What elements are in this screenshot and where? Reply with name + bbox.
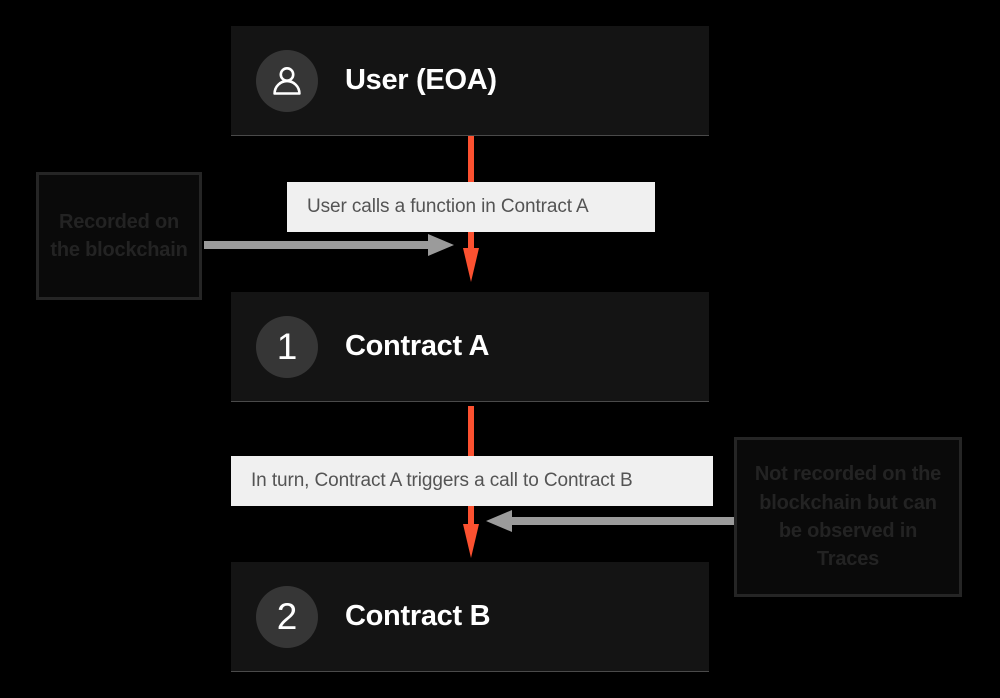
note-recorded-on-blockchain-text: Recorded on the blockchain <box>50 210 188 261</box>
person-icon <box>273 66 301 95</box>
caption-user-calls-function-text: User calls a function in Contract A <box>307 196 589 217</box>
arrow-right-icon-recorded-note <box>204 232 454 258</box>
note-recorded-on-blockchain: Recorded on the blockchain <box>36 172 202 300</box>
node-badge-contract-b: 2 <box>256 585 318 648</box>
node-badge-user <box>256 49 318 112</box>
node-title-contract-a: Contract A <box>345 330 490 362</box>
caption-user-calls-function: User calls a function in Contract A <box>287 182 655 232</box>
arrow-left-icon-not-recorded-note <box>480 508 736 534</box>
node-badge-contract-a: 1 <box>256 315 318 378</box>
node-contract-a[interactable]: 1 Contract A <box>231 292 709 402</box>
node-badge-number-2: 2 <box>276 596 298 637</box>
node-user-eoa[interactable]: User (EOA) <box>231 26 709 136</box>
caption-contract-a-triggers: In turn, Contract A triggers a call to C… <box>231 456 713 506</box>
node-contract-b[interactable]: 2 Contract B <box>231 562 709 672</box>
node-title-user-eoa: User (EOA) <box>345 64 497 96</box>
note-not-recorded-on-blockchain: Not recorded on the blockchain but can b… <box>734 437 962 597</box>
caption-contract-a-triggers-text: In turn, Contract A triggers a call to C… <box>251 470 633 491</box>
node-badge-number-1: 1 <box>276 326 298 367</box>
node-title-contract-b: Contract B <box>345 600 491 632</box>
note-not-recorded-on-blockchain-text: Not recorded on the blockchain but can b… <box>754 463 942 571</box>
